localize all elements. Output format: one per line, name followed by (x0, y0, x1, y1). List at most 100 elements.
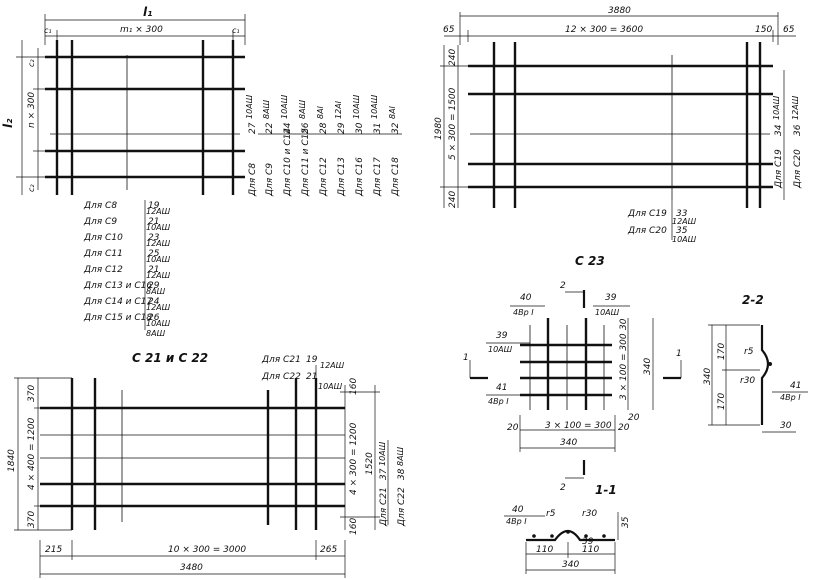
long-row-0-label: Для C8 (83, 201, 117, 211)
c23-mark-39-a-steel: 10AШ (595, 308, 620, 317)
c21-dim-w-total: 3480 (180, 563, 203, 573)
c21-long-0-label: Для C21 (261, 355, 301, 365)
cross-row-7-label: Для C17 (373, 157, 383, 197)
long-row-7-num: 26 (148, 313, 160, 323)
c23-dim-340: 340 (560, 438, 577, 448)
sec22-r5: r5 (744, 347, 754, 357)
c21-title: C 21 и C 22 (132, 351, 208, 365)
cross-row-5-num: 29 (337, 122, 347, 134)
long-row-3-num: 25 (148, 249, 160, 259)
c19-cross-0-steel: 10AШ (772, 95, 781, 120)
c21-long-0-steel: 12AШ (320, 361, 345, 370)
c19-dim-top: 240 (448, 49, 458, 66)
c21-dim-h-mid: 4 × 400 = 1200 (27, 417, 37, 490)
long-row-6-num: 24 (148, 297, 160, 307)
c21-dim-w-left: 215 (45, 545, 62, 555)
c19-cross-0-label: Для C19 (774, 149, 784, 189)
cross-bar-table: Для C8 27 10AШ Для C9 22 8AШ Для C10 и C… (245, 94, 402, 197)
c19-dim-height: 1980 (434, 117, 444, 140)
section-1-1: 1-1 40 4Вp I r5 r30 35 110 110 39 340 (504, 483, 631, 574)
long-row-3-steel: 10AШ (146, 255, 171, 264)
c19-dim-end: 150 (755, 25, 772, 35)
c23-cut-1-left: 1 (463, 353, 469, 363)
c21-cross-1-num: 38 (397, 468, 407, 480)
sec11-dim-110-right: 110 (582, 545, 599, 555)
dim-n300: n × 300 (27, 92, 37, 128)
sec22-r30: r30 (740, 376, 755, 386)
c21-dim-h-bot: 370 (27, 511, 37, 528)
cross-row-1-steel: 8AШ (262, 99, 271, 119)
c19-dim-bottom: 240 (448, 191, 458, 208)
c21-dim-h-total: 1840 (7, 449, 17, 472)
long-row-1-num: 21 (148, 217, 159, 227)
c23-dim-30: 30 (619, 318, 629, 330)
c21-cross-0-num: 37 (379, 468, 389, 480)
cross-row-2-steel: 10AШ (280, 94, 289, 119)
c21-long-1-num: 21 (306, 372, 317, 382)
cross-row-0-steel: 10AШ (245, 94, 254, 119)
c21-cross-1-label: Для C22 (397, 487, 407, 527)
section-2-2: 2-2 340 170 170 r5 r30 41 4Вp I 30 (703, 293, 808, 433)
c19-long-1-steel: 10AШ (672, 235, 697, 244)
mesh-c21-c22: C 21 и C 22 1840 370 4 × 400 = 1200 370 … (7, 351, 407, 578)
sec22-mark-41: 41 (790, 381, 801, 391)
dim-m1: m₁ × 300 (120, 25, 163, 35)
cross-row-4-label: Для C12 (319, 157, 329, 197)
c19-cross-1-steel: 12AШ (791, 95, 800, 120)
cross-row-5-steel: 12AІ (334, 100, 343, 119)
long-row-4-label: Для C12 (83, 265, 123, 275)
c19-dim-right: 65 (783, 25, 795, 35)
sec22-dim-340: 340 (703, 368, 713, 385)
c21-cross-0-label: Для C21 (379, 487, 389, 527)
dim-l1: l₁ (143, 5, 152, 19)
dim-c1-left: c₁ (44, 26, 52, 35)
cross-row-3-label: Для C11 и C15 (301, 128, 311, 197)
long-row-5-num: 29 (148, 281, 160, 291)
long-row-7-steel: 10AШ (146, 319, 171, 328)
sec11-dim-110-left: 110 (536, 545, 553, 555)
long-row-6-steel: 12AШ (146, 303, 171, 312)
c23-mark-39-b: 39 (496, 331, 508, 341)
cross-row-8-label: Для C18 (391, 157, 401, 197)
c21-cross-1-steel: 8AШ (396, 446, 405, 466)
sec22-mark-41-steel: 4Вp I (780, 393, 801, 402)
sec11-profile (526, 529, 615, 542)
sec11-mark-40: 40 (512, 505, 524, 515)
long-row-4-steel: 12AШ (146, 271, 171, 280)
c19-cross-0-num: 34 (774, 124, 784, 136)
mesh-c23: C 23 2 2 1 1 40 4Вp I 39 10AШ 39 10 (463, 254, 682, 493)
cross-row-7-num: 31 (373, 123, 383, 134)
long-row-0-num: 19 (148, 201, 160, 211)
sec22-bar-dot (768, 362, 772, 366)
cross-row-8-steel: 8AІ (388, 105, 397, 119)
cross-row-5-label: Для C13 (337, 157, 347, 197)
c21-long-1-steel: 10AШ (318, 382, 343, 391)
long-row-6-label: Для C14 и C17 (83, 297, 152, 307)
sec11-r5: r5 (546, 509, 556, 519)
c19-long-1-num: 35 (676, 226, 688, 236)
c23-mark-41-steel: 4Вp I (488, 397, 509, 406)
c21-dim-h-top: 370 (27, 385, 37, 402)
c19-long-0-steel: 12AШ (672, 217, 697, 226)
long-row-2-label: Для C10 (83, 233, 123, 243)
c23-mark-39-a: 39 (605, 293, 617, 303)
c19-dim-spacing: 12 × 300 = 3600 (565, 25, 643, 35)
dim-c1-right: c₁ (232, 26, 240, 35)
c23-mark-40-steel: 4Вp I (513, 308, 534, 317)
cross-row-2-num: 24 (283, 122, 293, 134)
sec11-title: 1-1 (595, 483, 617, 497)
c23-title: C 23 (575, 254, 605, 268)
long-row-2-steel: 12AШ (146, 239, 171, 248)
dim-c2-bottom: c₂ (27, 184, 36, 192)
cross-row-4-num: 28 (319, 122, 329, 134)
long-row-3-label: Для C11 (83, 249, 123, 259)
c21-long-1-label: Для C22 (261, 372, 301, 382)
mesh-c19-c20: 3880 65 12 × 300 = 3600 150 65 1980 240 … (434, 6, 803, 244)
cross-row-0-label: Для C8 (248, 163, 258, 197)
long-row-1-steel: 10AШ (146, 223, 171, 232)
c23-dim-h3: 3 × 100 = 300 (619, 333, 629, 400)
c21-long-0-num: 19 (306, 355, 318, 365)
c21-dim-r-bot: 160 (349, 518, 359, 535)
c19-long-1-label: Для C20 (627, 226, 667, 236)
cross-row-2-label: Для C10 и C14 (283, 128, 293, 197)
